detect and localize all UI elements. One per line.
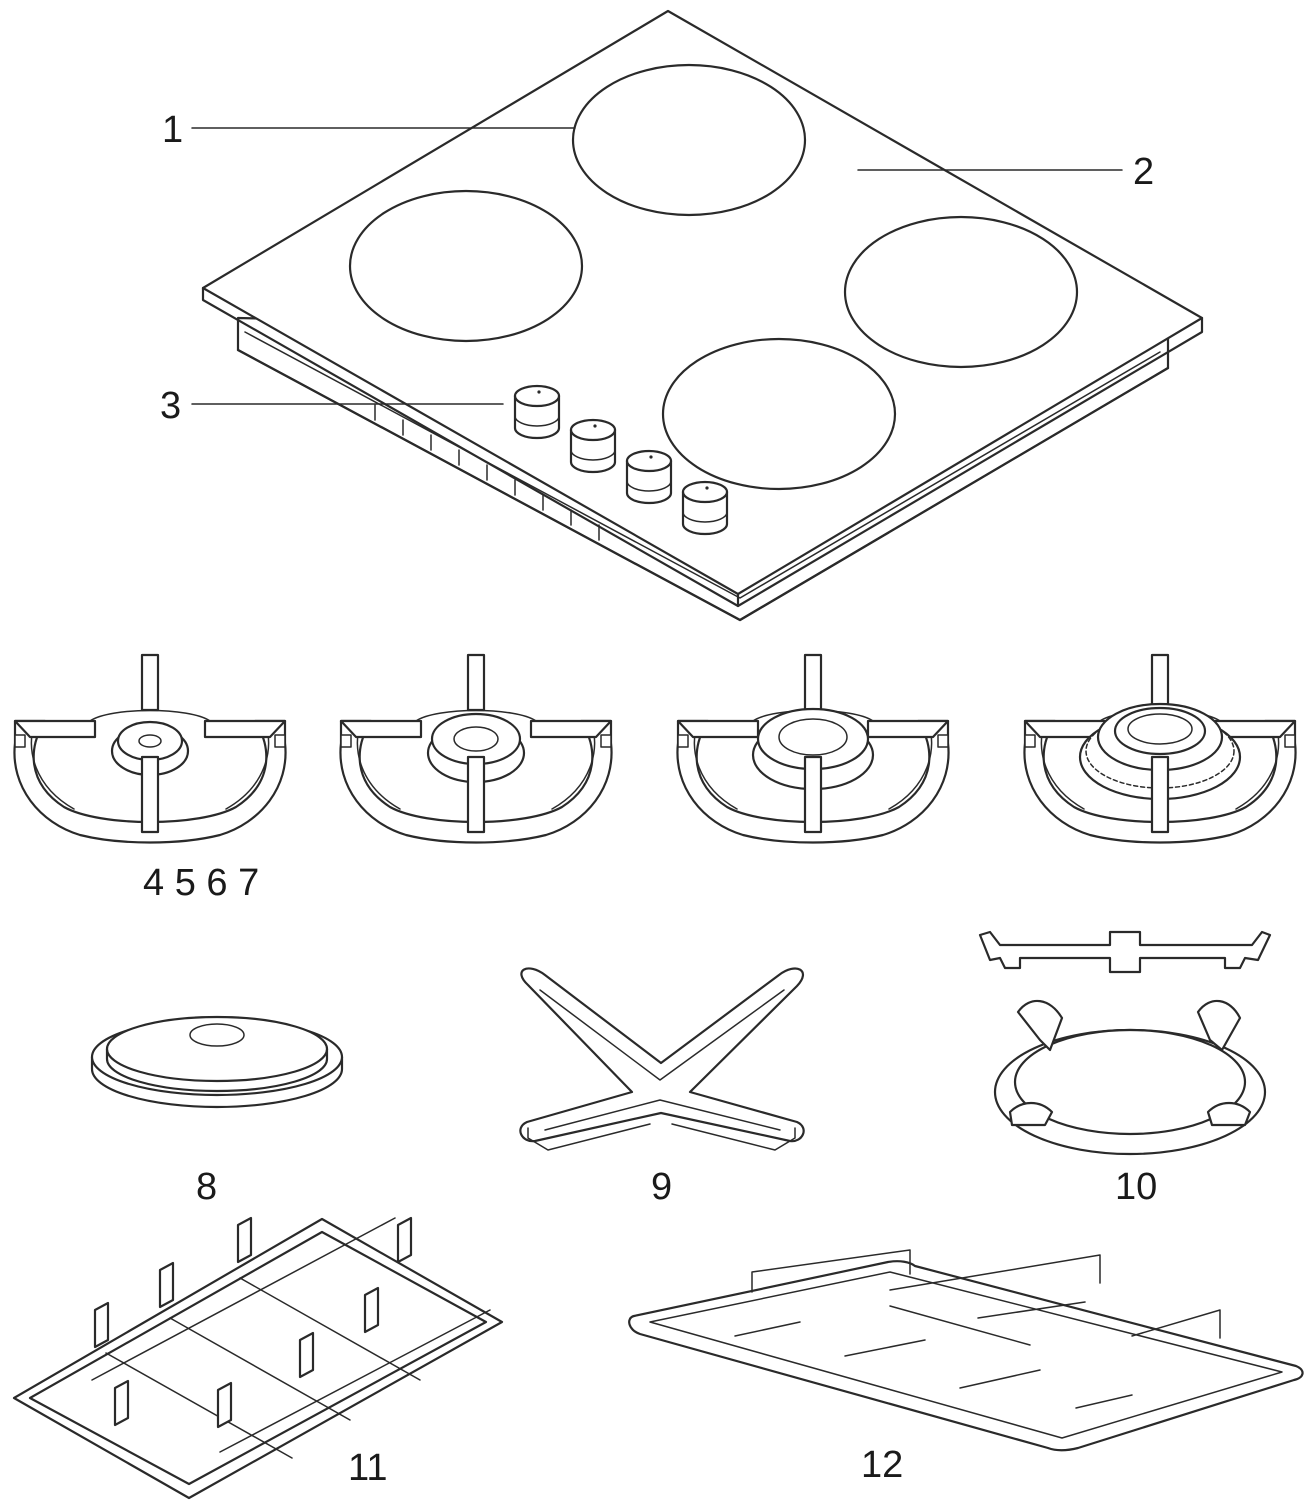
label-3: 3 bbox=[160, 385, 181, 427]
label-9: 9 bbox=[651, 1166, 672, 1208]
pan-support-grid-large bbox=[628, 1249, 1304, 1452]
label-11: 11 bbox=[348, 1447, 387, 1489]
burner-rapid bbox=[676, 653, 950, 844]
cross-reducer bbox=[519, 967, 805, 1151]
cooking-zone-rear bbox=[571, 63, 807, 217]
control-knob-1 bbox=[513, 384, 561, 440]
burner-semi-rapid bbox=[339, 653, 613, 844]
label-2: 2 bbox=[1133, 151, 1154, 193]
control-knob-3 bbox=[625, 449, 673, 505]
cooking-zone-right bbox=[843, 215, 1079, 369]
label-8: 8 bbox=[196, 1166, 217, 1208]
burner-auxiliary bbox=[13, 653, 287, 844]
label-12: 12 bbox=[861, 1444, 903, 1486]
control-knob-2 bbox=[569, 418, 617, 474]
hob-assembly bbox=[191, 9, 1204, 622]
hob-vent-slots bbox=[374, 404, 600, 541]
label-1: 1 bbox=[162, 109, 183, 151]
control-knob-4 bbox=[681, 480, 729, 536]
wok-support bbox=[978, 930, 1272, 1156]
label-10: 10 bbox=[1115, 1166, 1157, 1208]
cooking-zone-front bbox=[661, 337, 897, 491]
cooking-zone-left bbox=[348, 189, 584, 343]
burner-triple-crown bbox=[1023, 653, 1297, 844]
simmer-plate bbox=[90, 1015, 344, 1109]
pan-support-grid-small bbox=[12, 1216, 504, 1500]
burner-row bbox=[13, 653, 1297, 844]
label-4567: 4 5 6 7 bbox=[143, 862, 259, 904]
